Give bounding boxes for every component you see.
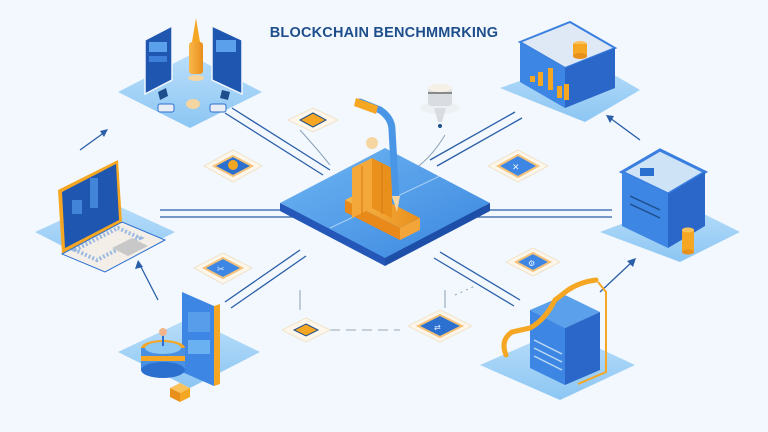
chip-network: ⇄	[406, 309, 474, 343]
chip-tool: ✂	[192, 252, 254, 285]
chip-cross: ✕	[486, 149, 550, 183]
svg-text:✕: ✕	[512, 163, 520, 173]
chip-top-orange	[286, 107, 340, 133]
node-laptop	[35, 160, 175, 273]
center-benchmark-platform	[280, 98, 490, 266]
arrowheads	[100, 115, 636, 269]
node-analytics-server	[500, 20, 640, 122]
funnel-sensor	[420, 84, 460, 128]
node-mobile-database	[118, 292, 260, 402]
svg-text:✂: ✂	[217, 265, 225, 275]
chip-gear: ⚙	[504, 247, 562, 277]
svg-text:⚙: ⚙	[528, 259, 535, 268]
svg-text:⇄: ⇄	[434, 323, 441, 332]
connector-lines	[79, 107, 641, 310]
chip-coin	[202, 149, 264, 183]
node-server-rack	[600, 148, 740, 262]
node-growth-server	[480, 277, 635, 400]
node-workstation	[118, 18, 262, 128]
illustration-title: BLOCKCHAIN BENCHMMRKING	[269, 25, 499, 41]
chip-small-orange	[280, 317, 332, 343]
